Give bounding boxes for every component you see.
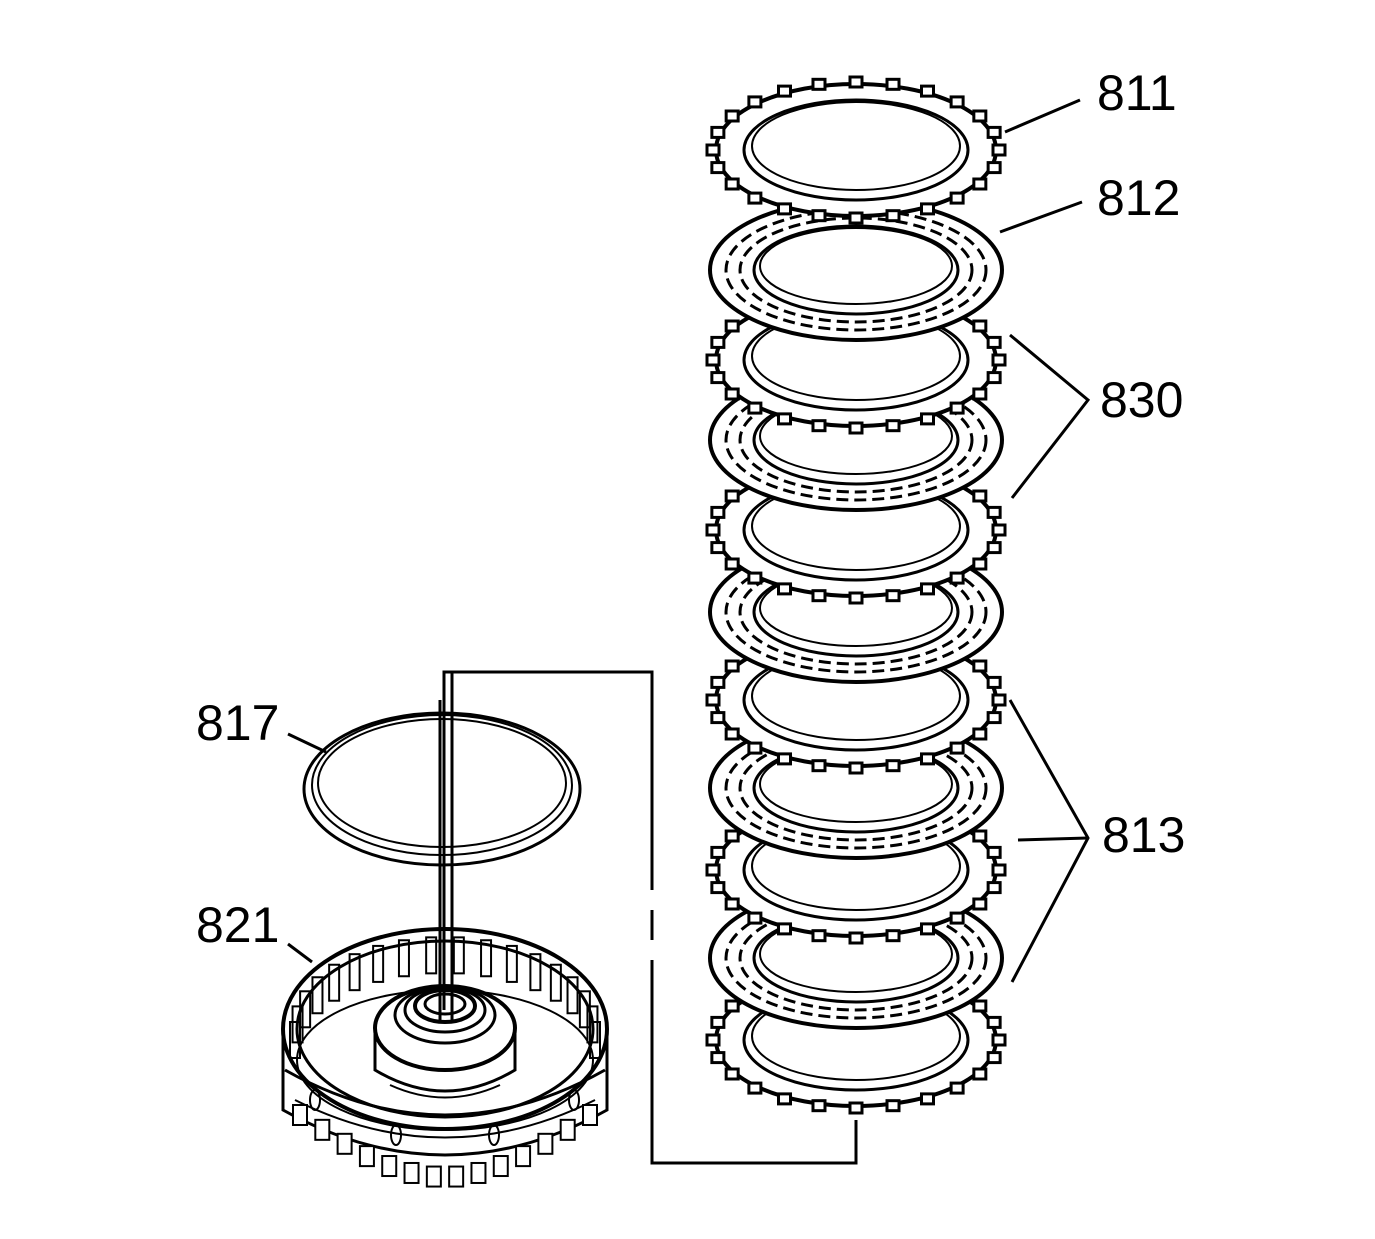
callout-817: 817 — [196, 695, 279, 751]
clutch-plate-stack — [705, 75, 1007, 1115]
callout-821: 821 — [196, 897, 279, 953]
leader-lines — [287, 98, 1091, 983]
callout-811: 811 — [1097, 65, 1177, 121]
callout-830: 830 — [1100, 372, 1183, 428]
callout-813: 813 — [1102, 807, 1185, 863]
assembly-path-line — [438, 670, 858, 1165]
pressure-plate-811 — [705, 75, 1007, 225]
part-817-ring — [302, 711, 582, 867]
callout-812: 812 — [1097, 170, 1180, 226]
